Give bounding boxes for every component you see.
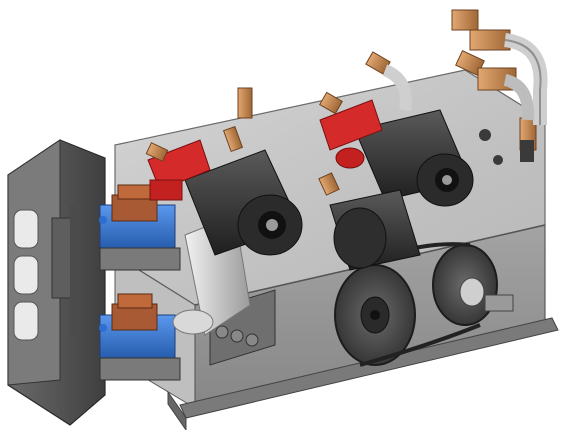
terminal-block-upper [99,184,181,271]
left-pump-cylinder [147,139,303,256]
brass-fittings [145,9,537,196]
control-panel [7,139,106,426]
right-pump-cylinder [319,99,474,207]
elbow-pipes [382,33,548,162]
terminal-block-lower [99,293,181,381]
belt-drive [334,242,514,367]
lower-cylinder [329,189,421,271]
fasteners [99,129,503,332]
